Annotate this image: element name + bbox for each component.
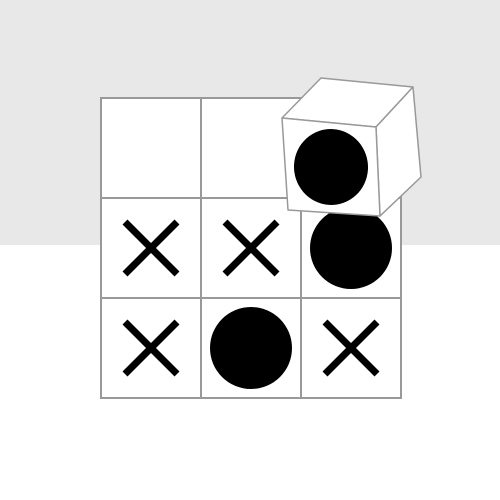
cube-o-mark — [293, 129, 369, 205]
piece-cube — [281, 77, 422, 217]
x-mark — [122, 319, 180, 377]
o-mark — [310, 207, 392, 289]
x-mark — [122, 219, 180, 277]
o-mark — [210, 307, 292, 389]
x-mark — [322, 319, 380, 377]
board-cell-r1-c1[interactable] — [100, 97, 202, 199]
x-mark — [222, 219, 280, 277]
